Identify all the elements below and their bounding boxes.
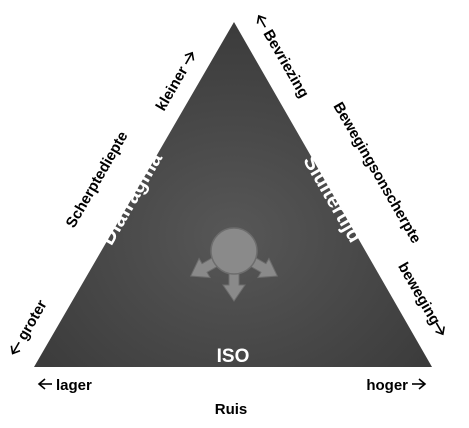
arrow-right-icon (184, 51, 195, 65)
arrow-left-icon (10, 341, 21, 355)
exposure-triangle (34, 22, 432, 367)
arrow-right-icon (412, 378, 427, 390)
arrow-left-icon (256, 14, 267, 28)
label-iso: ISO (217, 346, 250, 367)
arrow-left-icon (37, 378, 52, 390)
bottom-left-group: lager (37, 377, 92, 394)
bottom-right-group: hoger (366, 377, 427, 394)
label-ruis: Ruis (215, 401, 248, 418)
left-bottom-group: groter (10, 297, 51, 355)
label-lager: lager (56, 377, 92, 394)
three-arrow-hub-icon (189, 227, 279, 302)
arrow-right-icon (435, 322, 445, 336)
label-groter: groter (14, 297, 50, 343)
label-hoger: hoger (366, 377, 408, 394)
